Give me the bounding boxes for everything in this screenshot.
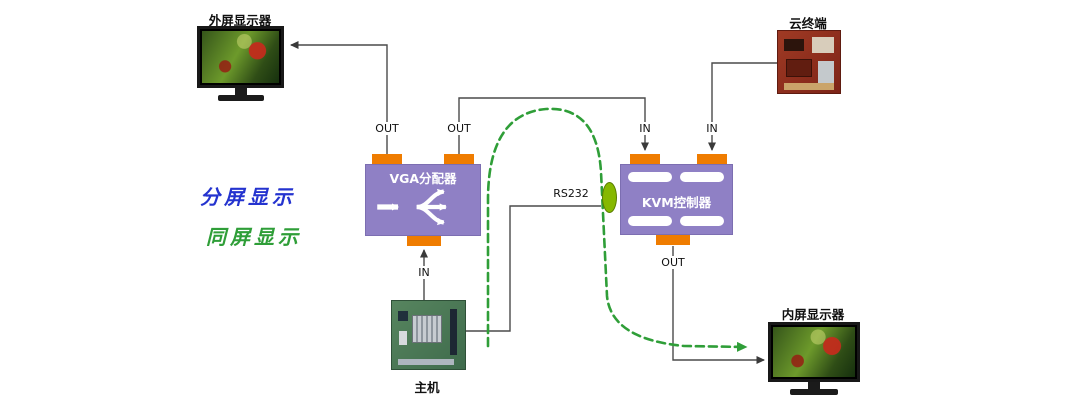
rs232-connector [602,182,617,213]
pcb-chip [784,39,804,51]
splitter-arrows-icon [377,188,447,226]
pcb-slot [450,309,457,355]
kvm-controller-title: KVM控制器 [641,195,712,210]
vga-out-right-label: OUT [445,122,473,135]
kvm-in-right-port [697,154,727,164]
pcb-connector [818,61,834,83]
internal-monitor [768,322,860,395]
internal-monitor-image [773,327,855,377]
pcb-edge-connector [784,83,834,90]
kvm-out-port [656,235,690,245]
internal-monitor-label: 内屏显示器 [781,307,845,322]
host-board [391,300,466,370]
kvm-in-left-label: IN [637,122,653,135]
monitor-base [217,95,264,101]
vga-splitter-box: VGA分配器 [365,164,481,236]
vga-out-left-port [372,154,402,164]
wire-vga-out-to-kvm-in [458,97,649,154]
vga-splitter-title: VGA分配器 [389,171,457,186]
kvm-out-label: OUT [659,256,687,269]
kvm-in-right-label: IN [704,122,720,135]
kvm-slot [680,216,724,226]
wire-host-rs232-to-kvm [466,205,601,332]
pcb-component [399,331,407,345]
vga-in-label: IN [416,266,432,279]
kvm-slot [628,216,672,226]
cpu-heatsink [412,315,442,343]
wire-kvm-out-to-internal-monitor [672,246,765,364]
pcb-edge-connector [398,359,454,365]
monitor-base [790,389,838,395]
rs232-label: RS232 [551,187,591,200]
cloud-terminal-label: 云终端 [789,16,827,31]
host-label: 主机 [414,380,440,395]
cloud-terminal-board [777,30,841,94]
monitor-neck [808,382,820,389]
vga-out-right-port [444,154,474,164]
legend-split-display: 分屏显示 [200,185,296,209]
kvm-controller-box: KVM控制器 [620,164,733,235]
pcb-component [812,37,834,53]
pcb-chip [398,311,408,321]
monitor-neck [234,88,247,95]
external-monitor-image [202,31,279,83]
external-monitor-label: 外屏显示器 [208,13,272,28]
internal-monitor-screen [768,322,860,382]
kvm-slot [680,172,724,182]
vga-in-port [407,236,441,246]
wire-cloud-terminal-to-kvm-in [708,62,777,151]
legend-same-display: 同屏显示 [206,225,302,249]
kvm-in-left-port [630,154,660,164]
vga-out-left-label: OUT [373,122,401,135]
external-monitor-screen [197,26,284,88]
pcb-ic [786,59,812,77]
wire-vga-out-to-external-monitor [290,41,388,154]
external-monitor [197,26,284,101]
kvm-slot [628,172,672,182]
